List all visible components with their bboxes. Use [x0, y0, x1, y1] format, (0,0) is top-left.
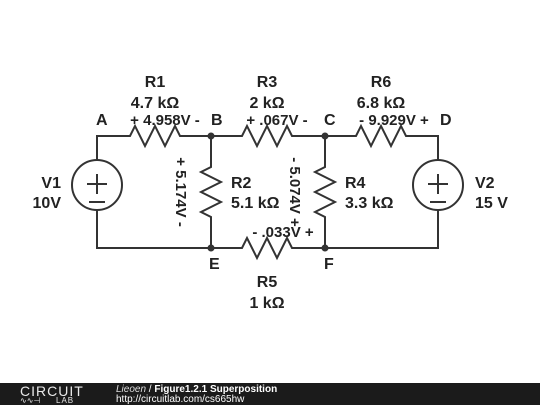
circuit-schematic: A B C D E F R1 4.7 kΩ + 4.958V - R3 2 kΩ… — [33, 74, 509, 312]
v2-name: V2 — [475, 175, 495, 192]
node-label-d: D — [440, 112, 452, 129]
r3-voltage: + .067V - — [246, 112, 307, 129]
author-name[interactable]: Lieoen — [116, 384, 147, 395]
junction-e — [207, 244, 215, 252]
r3-symbol — [237, 123, 297, 149]
r2-symbol — [198, 162, 224, 222]
wire-left-top — [96, 135, 125, 160]
resistor-wave-icon: ∿∿⊣ — [20, 396, 41, 405]
r6-value: 6.8 kΩ — [357, 95, 406, 112]
node-label-c: C — [324, 112, 336, 129]
r4-voltage: - 5.074V + — [286, 157, 303, 227]
r5-value: 1 kΩ — [249, 295, 284, 312]
r2-value: 5.1 kΩ — [231, 195, 280, 212]
circuit-title[interactable]: Figure1.2.1 Superposition — [154, 384, 278, 395]
r4-name: R4 — [345, 175, 366, 192]
r3-value: 2 kΩ — [249, 95, 284, 112]
footer-title-line: Lieoen / Figure1.2.1 Superposition — [116, 384, 277, 395]
node-label-f: F — [324, 256, 334, 273]
node-label-a: A — [96, 112, 108, 129]
r6-voltage: - 9.929V + — [359, 112, 429, 129]
r5-name: R5 — [257, 274, 278, 291]
r4-symbol — [312, 162, 338, 222]
v1-value: 10V — [33, 195, 62, 212]
junction-b — [207, 132, 215, 140]
r5-symbol — [237, 235, 297, 261]
v2-symbol — [412, 159, 464, 211]
r1-voltage: + 4.958V - — [130, 112, 200, 129]
node-label-b: B — [211, 112, 223, 129]
r1-name: R1 — [145, 74, 166, 91]
r3-name: R3 — [257, 74, 278, 91]
r6-symbol — [351, 123, 411, 149]
r2-name: R2 — [231, 175, 252, 192]
r4-value: 3.3 kΩ — [345, 195, 394, 212]
r6-name: R6 — [371, 74, 392, 91]
junction-f — [321, 244, 329, 252]
r1-symbol — [125, 123, 185, 149]
footer-bar: CIRCUIT ∿∿⊣ LAB Lieoen / Figure1.2.1 Sup… — [0, 383, 540, 405]
r1-value: 4.7 kΩ — [131, 95, 180, 112]
wires — [96, 135, 439, 249]
footer-separator: / — [146, 384, 155, 395]
r2-voltage: + 5.174V - — [172, 157, 189, 227]
v2-value: 15 V — [475, 195, 508, 212]
wire-right-bottom — [325, 210, 439, 249]
wire-left-bottom — [96, 210, 211, 249]
v1-symbol — [71, 159, 123, 211]
junction-c — [321, 132, 329, 140]
logo-text-top: CIRCUIT — [20, 383, 84, 399]
node-label-e: E — [209, 256, 220, 273]
wire-r6-to-right — [411, 135, 439, 160]
v1-name: V1 — [41, 175, 61, 192]
r5-voltage: - .033V + — [252, 224, 314, 241]
logo-text-bottom: LAB — [56, 396, 75, 405]
circuit-url[interactable]: http://circuitlab.com/cs665hw — [116, 394, 245, 405]
circuitlab-logo[interactable]: CIRCUIT ∿∿⊣ LAB — [20, 383, 100, 405]
